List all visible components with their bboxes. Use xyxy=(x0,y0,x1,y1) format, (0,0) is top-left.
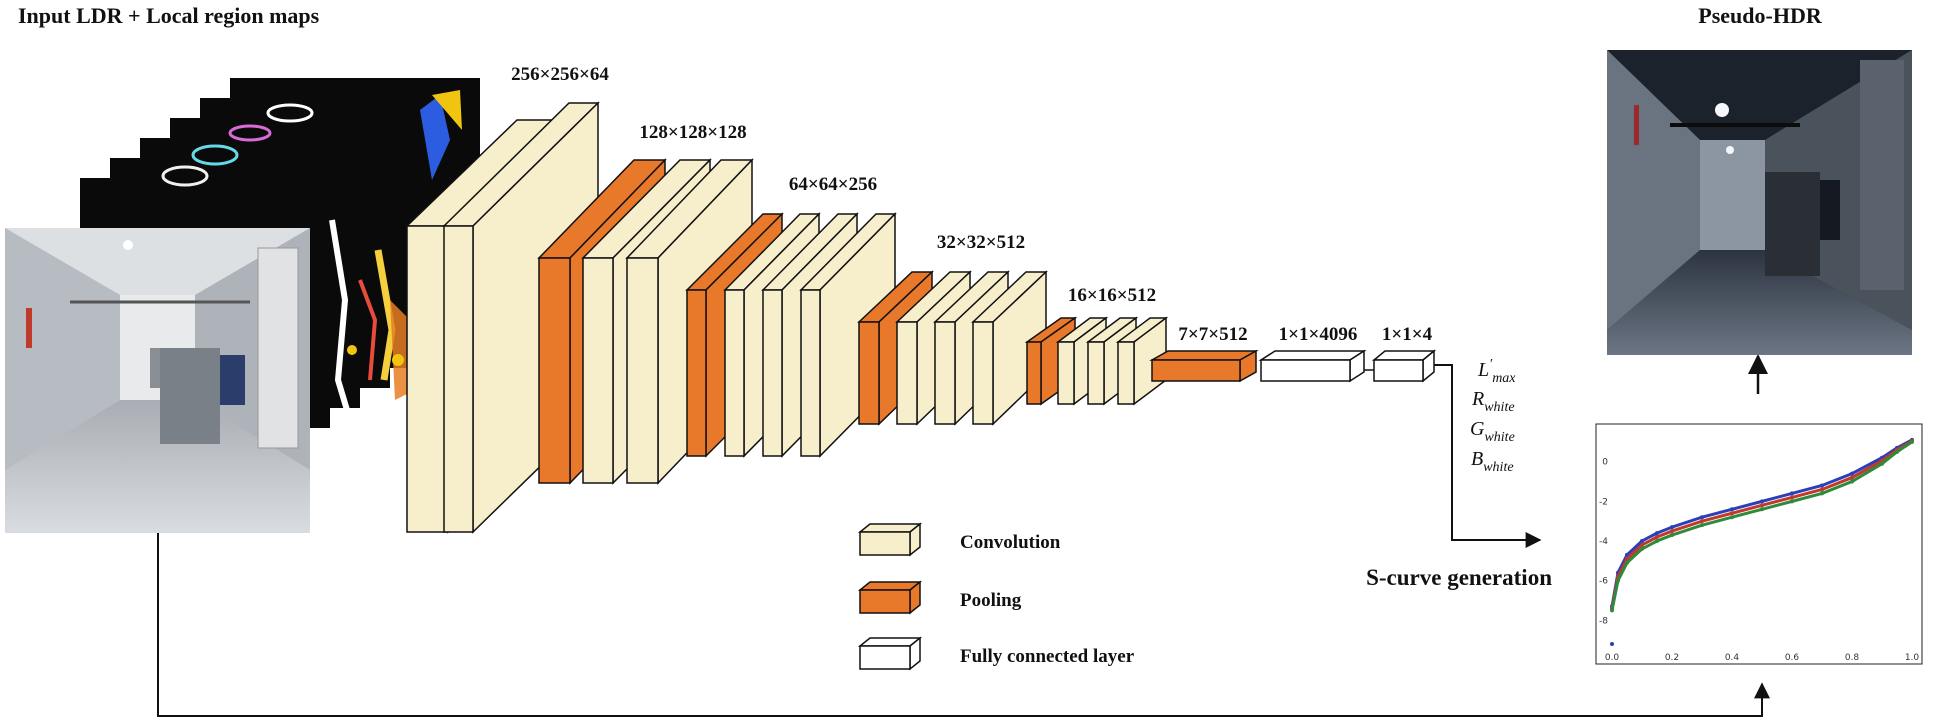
scurve-point xyxy=(1850,479,1854,484)
scurve-point xyxy=(1700,523,1704,528)
scurve-point xyxy=(1730,507,1734,512)
label-conv1: 256×256×64 xyxy=(511,64,609,85)
y-tick-label: -6 xyxy=(1599,577,1608,587)
y-tick-label: -2 xyxy=(1599,497,1608,507)
scurve-point xyxy=(1655,535,1659,540)
scurve-point xyxy=(1670,525,1674,530)
scurve-point xyxy=(1670,533,1674,538)
label-fc2: 1×1×4 xyxy=(1382,324,1433,345)
scurve-point xyxy=(1820,487,1824,492)
legend-conv-label: Convolution xyxy=(960,532,1061,553)
x-tick-label: 0.0 xyxy=(1605,653,1620,663)
param-gwhite: Gwhite xyxy=(1470,418,1515,445)
scurve-point xyxy=(1670,529,1674,534)
conv-block-3 xyxy=(723,212,897,458)
scurve-point xyxy=(1790,495,1794,500)
scurve-point xyxy=(1625,560,1629,565)
conv-block-4 xyxy=(895,270,1048,426)
scurve-point xyxy=(1730,511,1734,516)
label-conv3: 64×64×256 xyxy=(789,174,877,195)
scurve-point xyxy=(1700,519,1704,524)
fc-block-2 xyxy=(1371,349,1437,383)
label-conv4: 32×32×512 xyxy=(937,232,1025,253)
legend: Convolution Pooling Fully connected laye… xyxy=(857,522,1135,671)
scurve-point xyxy=(1700,515,1704,520)
legend-pool-label: Pooling xyxy=(960,590,1022,611)
label-fc1: 1×1×4096 xyxy=(1279,324,1358,345)
scurve-point xyxy=(1640,539,1644,543)
y-tick-label: -8 xyxy=(1599,616,1608,626)
conv-block-5 xyxy=(1055,316,1169,406)
output-title: Pseudo-HDR xyxy=(1698,3,1823,28)
legend-fc-label: Fully connected layer xyxy=(960,646,1135,667)
input-ldr-image xyxy=(5,228,310,533)
scurve-point xyxy=(1820,491,1824,496)
scurve-point xyxy=(1850,475,1854,480)
legend-pool-swatch xyxy=(857,580,923,615)
pseudo-hdr-image xyxy=(1607,50,1912,355)
param-lmax: L′max xyxy=(1477,357,1516,386)
scurve-point xyxy=(1820,483,1824,488)
scurve-point xyxy=(1850,471,1854,476)
pool-block-5 xyxy=(1149,349,1259,383)
param-rwhite: Rwhite xyxy=(1471,388,1515,415)
scurve-point xyxy=(1640,546,1644,551)
fc-block-1 xyxy=(1258,349,1367,383)
legend-fc-swatch xyxy=(857,636,923,671)
label-conv2: 128×128×128 xyxy=(639,122,746,143)
arrow-skip-connection xyxy=(157,533,1770,717)
scurve-point xyxy=(1730,515,1734,520)
scurve-point xyxy=(1760,507,1764,512)
conv-block-1 xyxy=(405,101,600,534)
scurve-outlier-point xyxy=(1610,642,1614,647)
x-tick-label: 0.6 xyxy=(1785,653,1800,663)
scurve-point xyxy=(1655,539,1659,543)
scurve-point xyxy=(1610,608,1614,613)
scurve-point xyxy=(1760,503,1764,508)
y-tick-label: -4 xyxy=(1599,537,1608,547)
scurve-point xyxy=(1655,531,1659,536)
scurve-point xyxy=(1895,449,1899,454)
scurve-point xyxy=(1790,499,1794,504)
output-parameters: L′max Rwhite Gwhite Bwhite xyxy=(1470,357,1516,475)
scurve-title: S-curve generation xyxy=(1366,565,1552,590)
scurve-point xyxy=(1616,578,1620,583)
label-pool5: 7×7×512 xyxy=(1178,324,1247,345)
y-tick-label: 0 xyxy=(1602,458,1608,468)
scurve-point xyxy=(1880,461,1884,466)
s-curve-plot: 0.0 0.2 0.4 0.6 0.8 1.0 0 -2 -4 -6 -8 xyxy=(1595,423,1923,665)
input-title: Input LDR + Local region maps xyxy=(18,3,320,28)
scurve-point xyxy=(1790,491,1794,496)
x-tick-label: 0.8 xyxy=(1845,653,1860,663)
scurve-point xyxy=(1910,439,1914,444)
scurve-point xyxy=(1760,499,1764,504)
param-bwhite: Bwhite xyxy=(1471,448,1514,475)
x-tick-label: 0.2 xyxy=(1665,653,1679,663)
legend-conv-swatch xyxy=(857,522,923,557)
x-tick-label: 0.4 xyxy=(1725,653,1740,663)
label-conv5: 16×16×512 xyxy=(1068,285,1156,306)
scurve-point xyxy=(1640,542,1644,547)
arrow-to-scurve xyxy=(1434,364,1542,548)
x-tick-label: 1.0 xyxy=(1905,653,1920,663)
